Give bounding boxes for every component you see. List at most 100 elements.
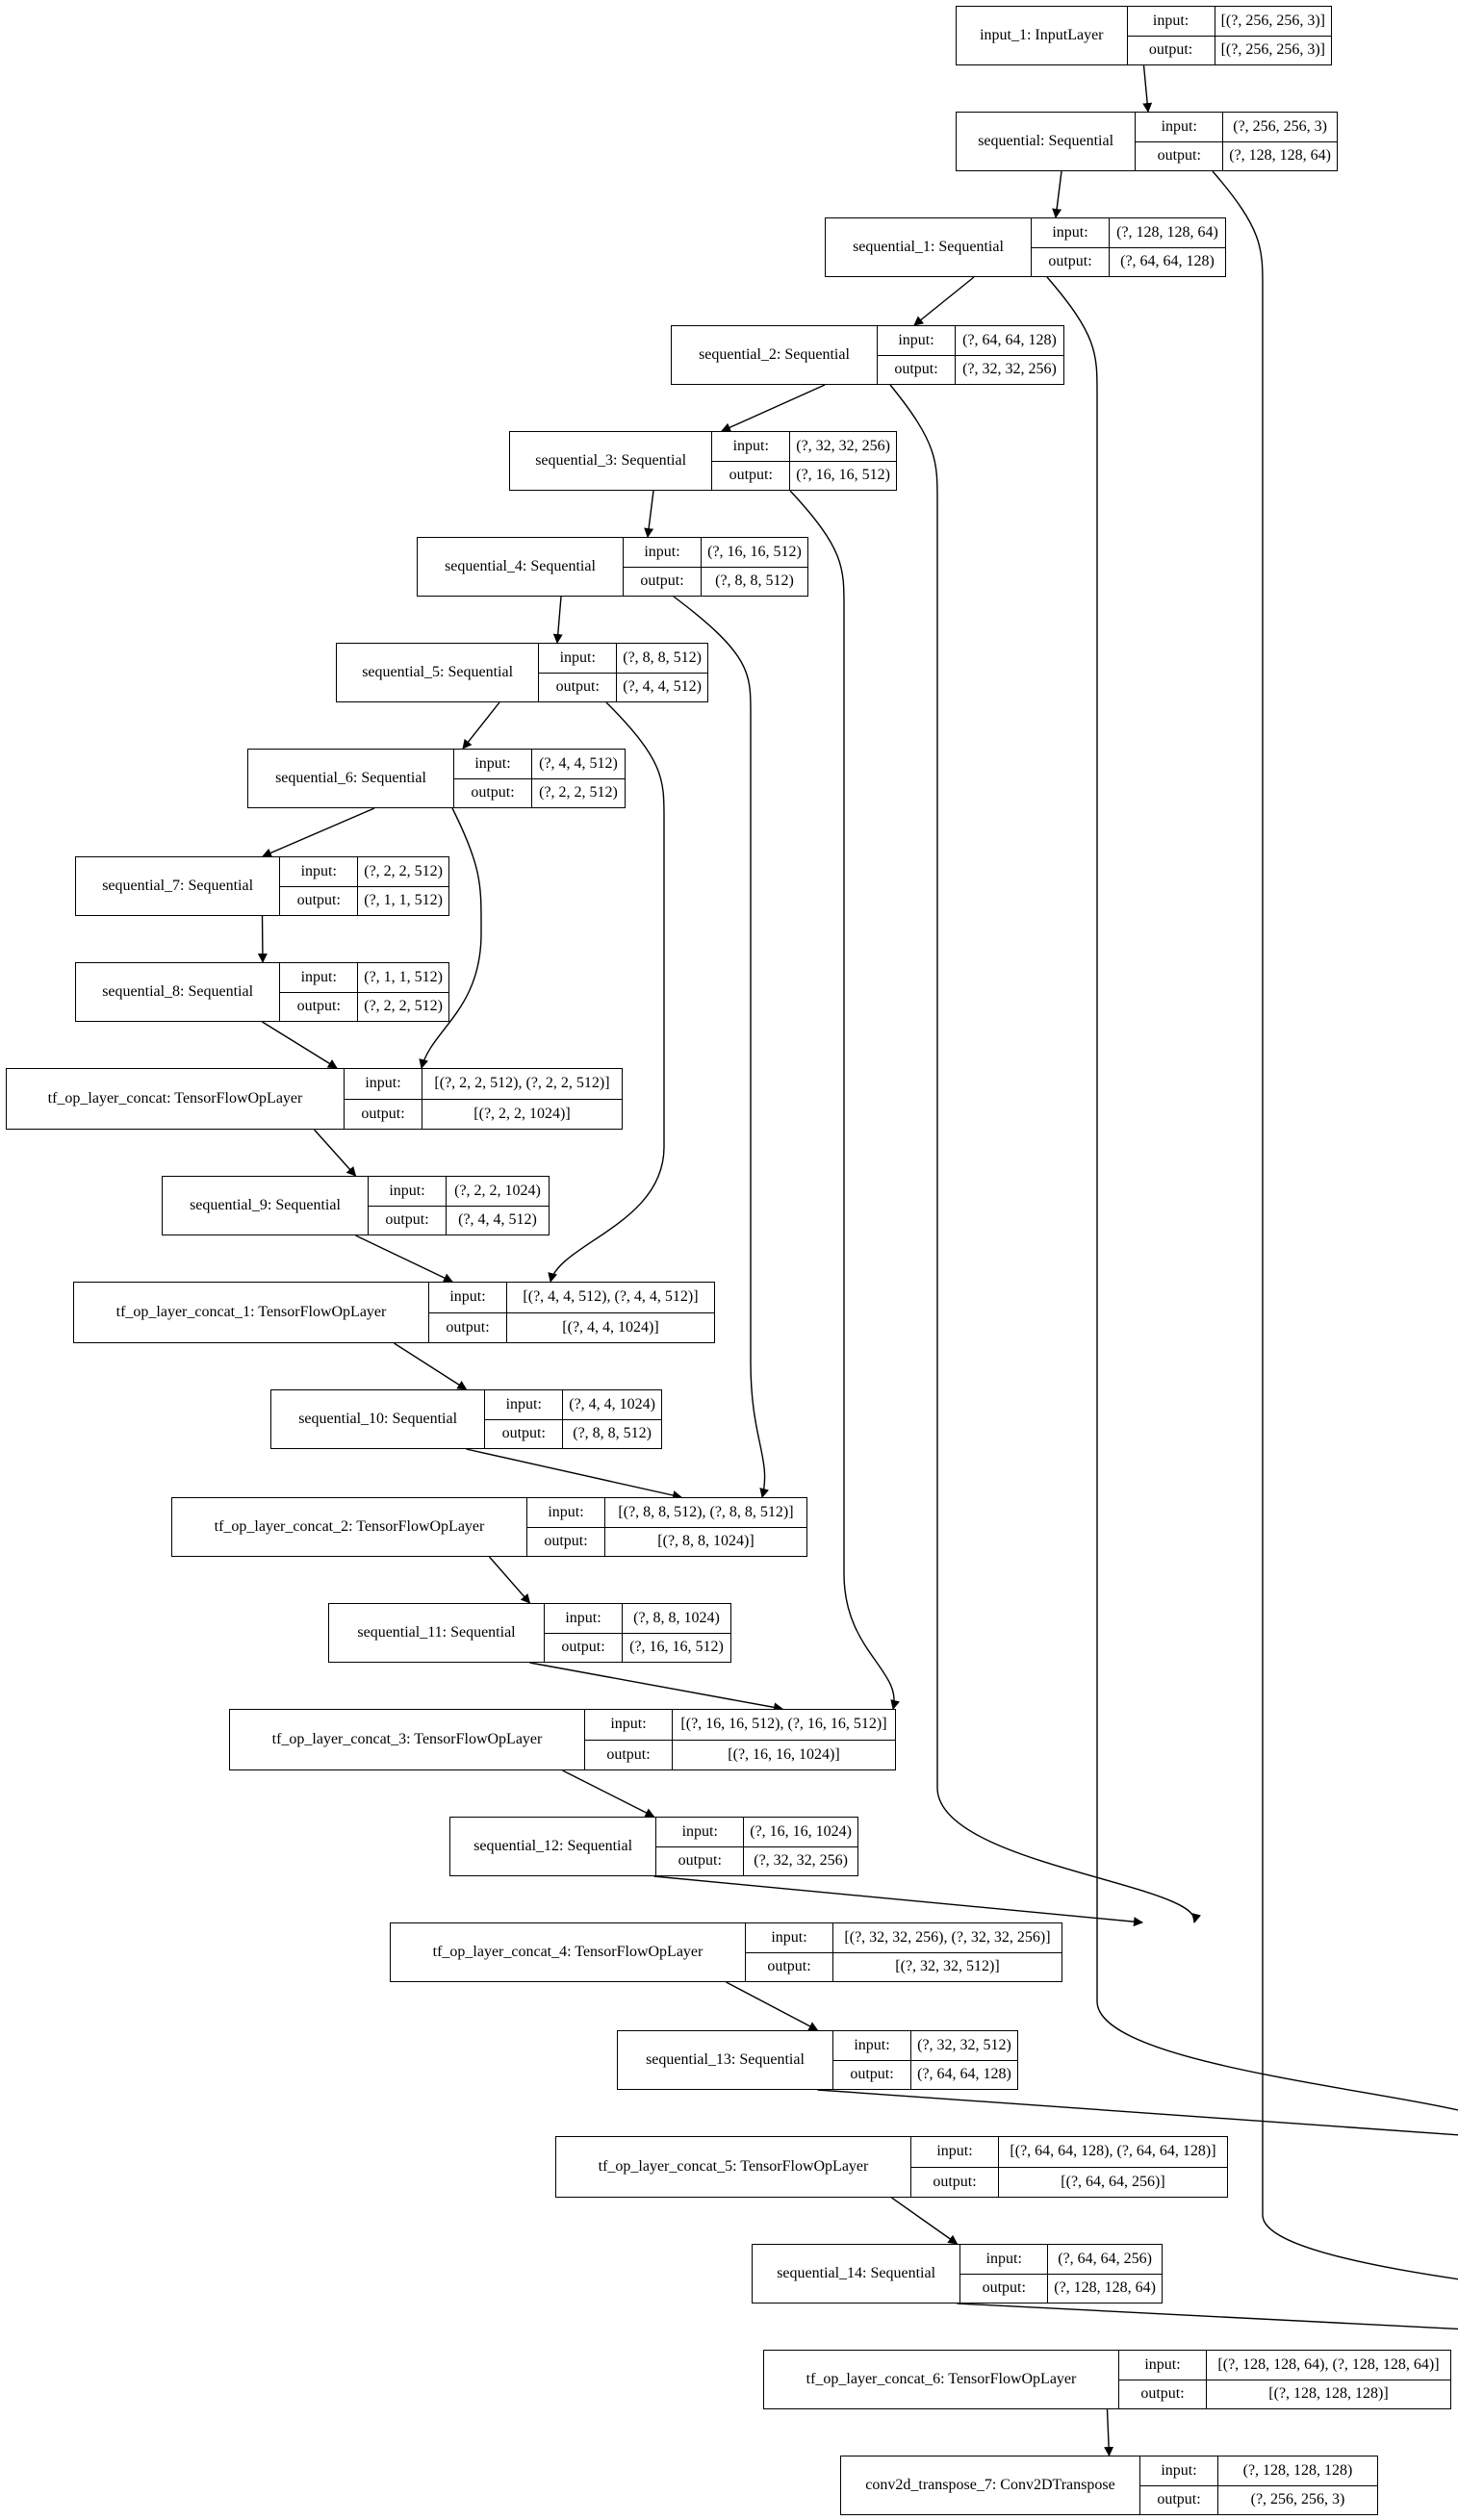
input-label: input: [911, 2137, 999, 2167]
input-row: input: [(?, 128, 128, 64), (?, 128, 128, … [1119, 2351, 1450, 2380]
output-shape: (?, 64, 64, 128) [1120, 253, 1215, 270]
output-shape: [(?, 64, 64, 256)] [1061, 2173, 1165, 2190]
input-shape: (?, 64, 64, 256) [1058, 2250, 1152, 2267]
input-label: input: [878, 326, 956, 355]
layer-ports: input:(?, 2, 2, 512)output:(?, 1, 1, 512… [280, 857, 448, 915]
input-label: input: [1119, 2351, 1207, 2380]
output-label: output: [746, 1952, 833, 1981]
input-row: input:[(?, 16, 16, 512), (?, 16, 16, 512… [585, 1710, 895, 1740]
input-shape: (?, 16, 16, 1024) [750, 1822, 852, 1840]
output-label: output: [454, 778, 532, 807]
edge-sequential-5-to-tf-op-layer-concat-1 [548, 701, 665, 1283]
edge-tf-op-layer-concat-to-sequential-9 [313, 1129, 357, 1177]
input-shape: [(?, 128, 128, 64), (?, 128, 128, 64)] [1217, 2355, 1440, 2373]
input-label: input: [833, 2031, 911, 2060]
output-shape: [(?, 8, 8, 1024)] [657, 1533, 755, 1550]
layer-ports: input:(?, 128, 128, 128)output:(?, 256, … [1140, 2456, 1377, 2514]
output-shape: (?, 64, 64, 128) [917, 2066, 1011, 2083]
input-row: input:(?, 2, 2, 1024) [369, 1177, 549, 1206]
output-label: output: [624, 567, 702, 596]
layer-name: sequential_8: Sequential [76, 963, 281, 1021]
edge-sequential-11-to-tf-op-layer-concat-3 [529, 1662, 783, 1713]
output-row: output:(?, 8, 8, 512) [485, 1418, 661, 1448]
input-label: input: [429, 1283, 507, 1312]
edge-sequential-6-to-tf-op-layer-concat [419, 807, 482, 1069]
layer-name: sequential_7: Sequential [76, 857, 281, 915]
layer-ports: input:(?, 1, 1, 512)output:(?, 2, 2, 512… [280, 963, 448, 1021]
layer-ports: input:[(?, 64, 64, 128), (?, 64, 64, 128… [911, 2137, 1227, 2197]
layer-name: tf_op_layer_concat_3: TensorFlowOpLayer [230, 1710, 585, 1769]
input-label: input: [545, 1604, 623, 1633]
input-shape: (?, 64, 64, 128) [962, 331, 1057, 348]
edge-sequential-3-to-tf-op-layer-concat-3 [789, 490, 901, 1710]
edge-tf-op-layer-concat-1-to-sequential-10 [394, 1342, 468, 1390]
input-label: input: [1140, 2456, 1218, 2485]
layer-name: tf_op_layer_concat_2: TensorFlowOpLayer [172, 1498, 527, 1556]
edge-input-1-to-sequential [1142, 64, 1153, 113]
output-label: output: [960, 2274, 1049, 2303]
output-row: output:(?, 256, 256, 3) [1140, 2484, 1377, 2514]
input-shape: (?, 4, 4, 512) [539, 754, 618, 772]
input-label: input: [369, 1177, 447, 1206]
layer-name: sequential_5: Sequential [337, 644, 540, 701]
output-label: output: [712, 461, 791, 490]
layer-name: tf_op_layer_concat_4: TensorFlowOpLayer [391, 1923, 746, 1981]
layer-name: sequential_6: Sequential [248, 750, 454, 807]
output-label: output: [485, 1419, 564, 1448]
layer-ports: input:[(?, 2, 2, 512), (?, 2, 2, 512)]ou… [345, 1069, 622, 1129]
edge-sequential-12-to-tf-op-layer-concat-4 [653, 1875, 1143, 1927]
edge-tf-op-layer-concat-2-to-sequential-11 [488, 1556, 531, 1604]
output-shape: (?, 4, 4, 512) [623, 678, 702, 696]
input-shape: [(?, 2, 2, 512), (?, 2, 2, 512)] [434, 1075, 610, 1092]
layer-ports: input:(?, 64, 64, 128)output:(?, 32, 32,… [878, 326, 1063, 384]
input-label: input: [746, 1923, 833, 1952]
edge-sequential-2-to-sequential-3 [721, 384, 826, 432]
output-row: output: (?, 128, 128, 64) [960, 2273, 1162, 2303]
edge-sequential-4-to-sequential-5 [552, 596, 563, 644]
layer-name: sequential_13: Sequential [618, 2031, 833, 2089]
output-row: output: (?, 2, 2, 512) [454, 777, 625, 807]
input-label: input: [280, 963, 359, 992]
input-label: input: [280, 857, 359, 886]
output-shape: (?, 128, 128, 64) [1054, 2279, 1156, 2297]
input-label: input: [656, 1818, 745, 1846]
layer-ports: input:(?, 32, 32, 512)output:(?, 64, 64,… [833, 2031, 1017, 2089]
input-row: input: [(?, 32, 32, 256), (?, 32, 32, 256… [746, 1923, 1062, 1952]
input-shape: (?, 128, 128, 64) [1116, 223, 1218, 241]
input-row: input:(?, 8, 8, 1024) [545, 1604, 730, 1633]
output-shape: [(?, 2, 2, 1024)] [473, 1105, 571, 1122]
input-shape: [(?, 32, 32, 256), (?, 32, 32, 256)] [844, 1928, 1051, 1946]
output-shape: (?, 2, 2, 512) [539, 784, 618, 802]
output-shape: [(?, 16, 16, 1024)] [728, 1745, 840, 1763]
edge-sequential-14-to-tf-op-layer-concat-6 [957, 2303, 1458, 2330]
output-row: output:(?, 16, 16, 512) [712, 460, 896, 490]
input-label: input: [960, 2245, 1049, 2274]
output-row: output:(?, 2, 2, 512) [280, 991, 448, 1021]
edge-sequential-2-to-tf-op-layer-concat-4 [889, 384, 1201, 1923]
